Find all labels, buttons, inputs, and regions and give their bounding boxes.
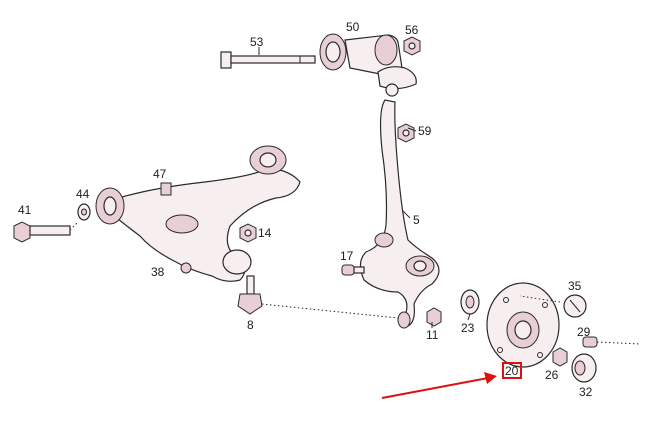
callout-59: 59 (418, 124, 432, 138)
callout-32: 32 (579, 385, 593, 399)
ball-joint-8 (237, 275, 399, 319)
leader-lines (258, 47, 561, 328)
callout-17: 17 (340, 249, 354, 263)
callout-26: 26 (545, 368, 559, 382)
callout-8: 8 (247, 318, 254, 332)
bolt-17 (341, 264, 365, 276)
clip-35 (563, 294, 587, 318)
callout-23: 23 (461, 321, 475, 335)
callout-11: 11 (426, 328, 439, 342)
callout-35: 35 (568, 279, 582, 293)
callout-41: 41 (18, 203, 32, 217)
pointer-arrow (381, 372, 497, 399)
callout-38: 38 (151, 265, 165, 279)
callout-47: 47 (153, 167, 167, 181)
callout-5: 5 (413, 213, 420, 227)
upper-mount-50 (319, 33, 417, 97)
highlight-box (502, 362, 522, 379)
nut-14 (239, 223, 257, 243)
nut-59 (397, 123, 415, 143)
part-47 (160, 182, 172, 196)
callout-44: 44 (76, 187, 90, 201)
steering-knuckle-5 (359, 99, 440, 329)
nut-11 (426, 307, 442, 327)
cap-32 (571, 353, 597, 383)
callout-14: 14 (258, 226, 272, 240)
nut-56 (403, 36, 421, 56)
callout-53: 53 (250, 35, 264, 49)
wheel-hub-20 (486, 282, 560, 368)
washer-44 (77, 203, 91, 221)
bolt-53 (220, 51, 316, 69)
lower-control-arm-38 (95, 145, 301, 282)
callout-56: 56 (405, 23, 419, 37)
callout-50: 50 (346, 20, 360, 34)
bolt-29 (582, 336, 641, 348)
bolt-41 (13, 221, 79, 243)
nut-26 (552, 347, 568, 367)
callout-20: 20 (505, 364, 519, 378)
seal-23 (460, 289, 480, 315)
callout-29: 29 (577, 325, 591, 339)
